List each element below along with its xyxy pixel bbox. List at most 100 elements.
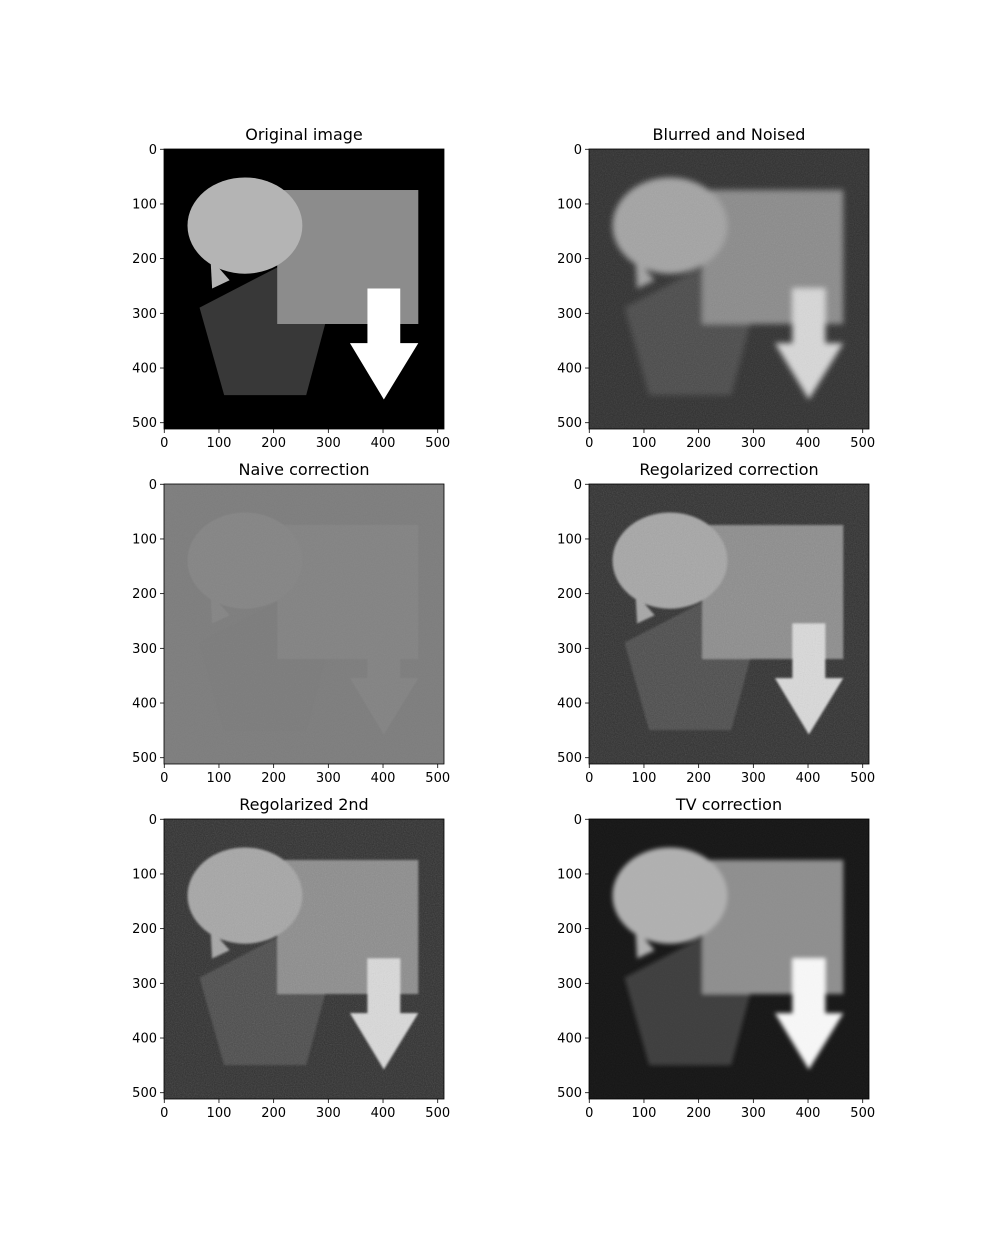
x-tick-label: 500 bbox=[425, 1106, 450, 1121]
x-tick-label: 400 bbox=[796, 1106, 821, 1121]
y-tick-label: 200 bbox=[557, 587, 582, 602]
noise-overlay bbox=[589, 484, 869, 764]
y-tick-label: 100 bbox=[132, 867, 157, 882]
noise-overlay bbox=[164, 484, 444, 764]
y-tick-label: 500 bbox=[557, 1086, 582, 1101]
x-tick-label: 100 bbox=[632, 436, 657, 451]
x-tick-label: 300 bbox=[316, 1106, 341, 1121]
x-tick-label: 400 bbox=[371, 436, 396, 451]
panel-title: Naive correction bbox=[238, 460, 369, 479]
x-tick-label: 100 bbox=[207, 1106, 232, 1121]
y-tick-label: 400 bbox=[557, 362, 582, 377]
y-tick-label: 300 bbox=[132, 977, 157, 992]
x-tick-label: 0 bbox=[160, 1106, 168, 1121]
y-tick-label: 500 bbox=[132, 416, 157, 431]
y-tick-label: 500 bbox=[132, 1086, 157, 1101]
y-tick-label: 300 bbox=[557, 307, 582, 322]
y-tick-label: 100 bbox=[557, 532, 582, 547]
x-tick-label: 300 bbox=[316, 436, 341, 451]
axes-frame bbox=[588, 148, 870, 430]
x-tick-label: 100 bbox=[632, 1106, 657, 1121]
y-tick-label: 0 bbox=[149, 813, 157, 828]
axes-frame bbox=[163, 483, 445, 765]
axes-frame bbox=[588, 483, 870, 765]
axes-frame bbox=[163, 148, 445, 430]
x-tick-label: 500 bbox=[850, 1106, 875, 1121]
x-tick-label: 300 bbox=[741, 436, 766, 451]
panel-title: Regolarized correction bbox=[639, 460, 818, 479]
y-tick-label: 200 bbox=[557, 922, 582, 937]
panel-title: Regolarized 2nd bbox=[239, 795, 368, 814]
x-tick-label: 0 bbox=[585, 436, 593, 451]
image-regularized2 bbox=[164, 819, 444, 1099]
x-tick-label: 100 bbox=[207, 436, 232, 451]
y-tick-label: 400 bbox=[132, 697, 157, 712]
x-tick-label: 400 bbox=[796, 771, 821, 786]
x-tick-label: 200 bbox=[686, 1106, 711, 1121]
x-tick-label: 300 bbox=[316, 771, 341, 786]
x-tick-label: 500 bbox=[850, 436, 875, 451]
image-naive bbox=[164, 484, 444, 764]
y-tick-label: 0 bbox=[574, 143, 582, 158]
y-tick-label: 200 bbox=[132, 252, 157, 267]
y-tick-label: 100 bbox=[557, 197, 582, 212]
y-tick-label: 0 bbox=[149, 143, 157, 158]
y-tick-label: 400 bbox=[557, 697, 582, 712]
ellipse-shape bbox=[187, 177, 303, 274]
x-tick-label: 400 bbox=[371, 1106, 396, 1121]
x-tick-label: 100 bbox=[632, 771, 657, 786]
x-tick-label: 0 bbox=[160, 771, 168, 786]
y-tick-label: 300 bbox=[557, 642, 582, 657]
x-tick-label: 0 bbox=[160, 436, 168, 451]
axes-frame bbox=[588, 818, 870, 1100]
image-original bbox=[164, 149, 444, 429]
y-tick-label: 200 bbox=[132, 587, 157, 602]
x-tick-label: 200 bbox=[686, 436, 711, 451]
y-tick-label: 0 bbox=[574, 478, 582, 493]
noise-overlay bbox=[164, 819, 444, 1099]
y-tick-label: 0 bbox=[149, 478, 157, 493]
y-tick-label: 0 bbox=[574, 813, 582, 828]
noise-overlay bbox=[589, 149, 869, 429]
image-blurred bbox=[589, 149, 869, 429]
y-tick-label: 500 bbox=[132, 751, 157, 766]
panel-blurred: Blurred and Noised 0 100 200 300 400 500 0 100 20… bbox=[557, 125, 875, 451]
y-tick-label: 100 bbox=[557, 867, 582, 882]
x-tick-label: 400 bbox=[371, 771, 396, 786]
x-tick-label: 500 bbox=[425, 436, 450, 451]
y-tick-label: 100 bbox=[132, 532, 157, 547]
arrow-shape bbox=[349, 288, 419, 400]
panel-title: Original image bbox=[245, 125, 363, 144]
x-tick-label: 300 bbox=[741, 771, 766, 786]
x-tick-label: 100 bbox=[207, 771, 232, 786]
y-tick-label: 300 bbox=[557, 977, 582, 992]
image-tv bbox=[589, 819, 869, 1099]
y-tick-label: 300 bbox=[132, 307, 157, 322]
x-tick-label: 0 bbox=[585, 1106, 593, 1121]
x-tick-label: 200 bbox=[261, 436, 286, 451]
x-tick-label: 400 bbox=[796, 436, 821, 451]
y-tick-label: 100 bbox=[132, 197, 157, 212]
panel-title: TV correction bbox=[675, 795, 782, 814]
y-tick-label: 500 bbox=[557, 751, 582, 766]
y-tick-label: 200 bbox=[557, 252, 582, 267]
y-tick-label: 400 bbox=[132, 362, 157, 377]
x-tick-label: 500 bbox=[425, 771, 450, 786]
image-regularized bbox=[589, 484, 869, 764]
y-tick-label: 200 bbox=[132, 922, 157, 937]
y-tick-label: 300 bbox=[132, 642, 157, 657]
y-tick-label: 400 bbox=[132, 1032, 157, 1047]
x-tick-label: 200 bbox=[261, 1106, 286, 1121]
noise-overlay bbox=[589, 819, 869, 1099]
x-tick-label: 500 bbox=[850, 771, 875, 786]
panel-title: Blurred and Noised bbox=[653, 125, 806, 144]
x-tick-label: 300 bbox=[741, 1106, 766, 1121]
x-tick-label: 0 bbox=[585, 771, 593, 786]
axes-frame bbox=[163, 818, 445, 1100]
y-tick-label: 400 bbox=[557, 1032, 582, 1047]
